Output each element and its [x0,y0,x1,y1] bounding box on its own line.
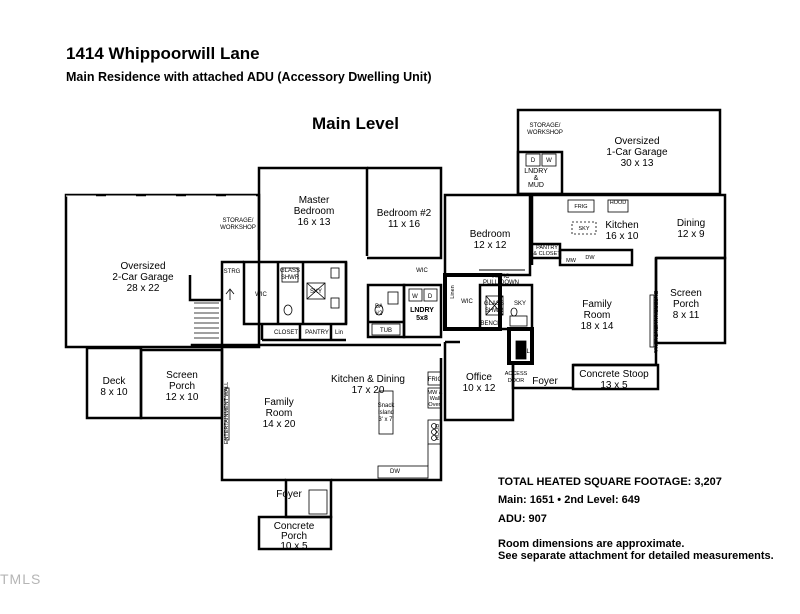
svg-text:WIC: WIC [416,268,428,274]
note-approximate: Room dimensions are approximate. [498,538,685,550]
main-2nd-level-footage: Main: 1651 • 2nd Level: 649 [498,494,641,506]
watermark: TMLS [0,571,42,587]
plan-subtitle: Main Residence with attached ADU (Access… [66,70,432,84]
svg-text:D: D [428,294,433,300]
svg-text:PANTRY: PANTRY [305,330,329,336]
note-attachment: See separate attachment for detailed mea… [498,550,774,562]
svg-text:TUB: TUB [380,328,392,334]
svg-text:PANTRY& CLOSET: PANTRY& CLOSET [533,245,561,257]
adu-footage: ADU: 907 [498,513,547,525]
svg-text:WIC: WIC [461,299,473,305]
svg-text:W: W [412,294,418,300]
svg-text:HOOD: HOOD [610,200,627,206]
svg-text:SKY: SKY [578,226,589,232]
svg-text:Foyer: Foyer [532,376,558,387]
svg-text:BA#2: BA#2 [375,304,383,317]
svg-text:WIC: WIC [255,292,267,298]
svg-text:FRIG: FRIG [428,377,443,383]
svg-text:HOOD: HOOD [435,424,441,441]
svg-text:STORAGE/WORKSHOP: STORAGE/WORKSHOP [220,218,256,231]
svg-text:SKY: SKY [514,301,526,307]
svg-text:W: W [546,158,552,164]
svg-text:SKY: SKY [310,289,322,295]
level-title: Main Level [312,114,399,133]
svg-text:Lin: Lin [335,330,343,336]
svg-text:MW: MW [566,258,577,264]
svg-text:ENTERTAINMENT WALL: ENTERTAINMENT WALL [652,291,658,353]
svg-text:DW: DW [585,255,595,261]
stairs [194,288,235,339]
svg-text:BENCH: BENCH [480,321,501,327]
property-address: 1414 Whippoorwill Lane [66,44,260,63]
svg-text:CLOSET: CLOSET [274,330,298,336]
svg-text:LNDRY&MUD: LNDRY&MUD [524,168,548,189]
svg-text:Bedroom #211 x 16: Bedroom #211 x 16 [377,208,432,230]
svg-text:CL: CL [522,349,530,355]
svg-text:STRG: STRG [224,269,241,275]
total-square-footage: TOTAL HEATED SQUARE FOOTAGE: 3,207 [498,476,722,488]
svg-text:Foyer: Foyer [276,489,302,500]
svg-text:STORAGE/WORKSHOP: STORAGE/WORKSHOP [527,123,563,136]
svg-text:ENTERTAINMENT WALL: ENTERTAINMENT WALL [224,382,230,444]
fixtures [194,153,655,515]
svg-text:FRIG: FRIG [574,204,587,210]
svg-text:D: D [531,158,536,164]
svg-text:DW: DW [390,469,400,475]
svg-text:Linen: Linen [450,285,456,298]
